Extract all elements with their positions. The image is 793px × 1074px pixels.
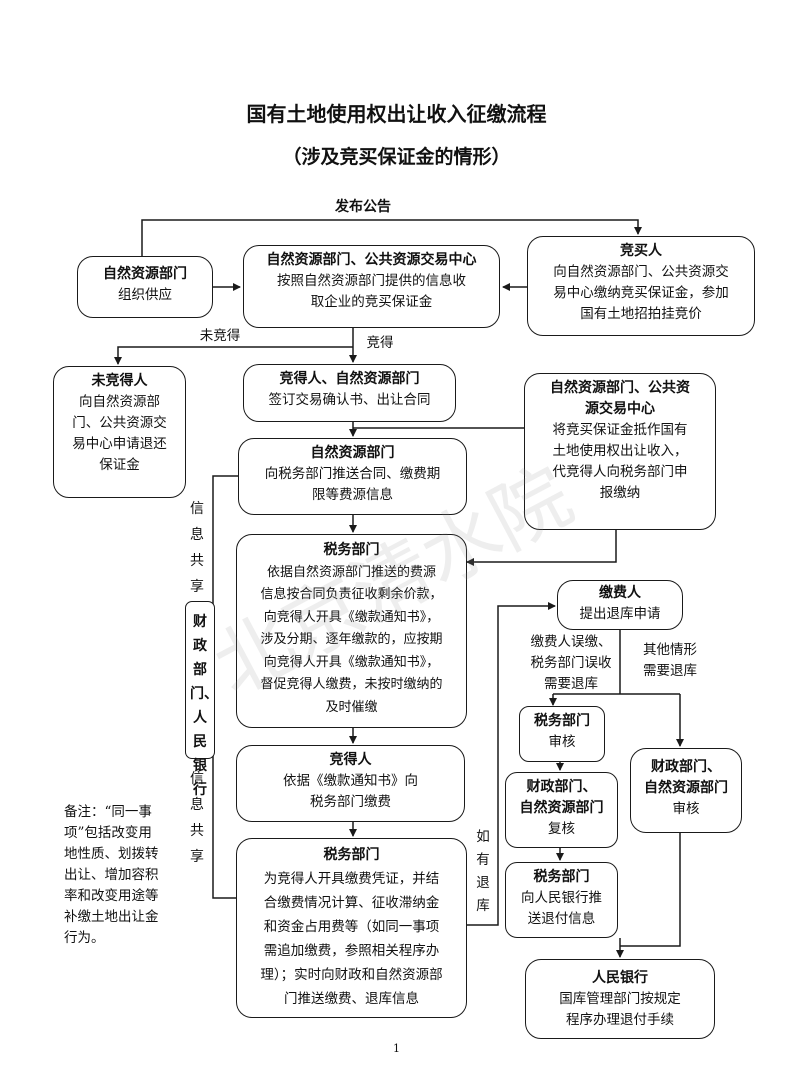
box-body: 向竞得人开具《缴款通知书》， [263,654,440,670]
box-body: 及时催缴 [325,699,378,715]
box-nrd-supply: 自然资源部门 组织供应 [77,256,213,318]
box-body: 和资金占用费等（如同一事项 [263,919,440,935]
box-nrd-center: 自然资源部门、公共资源交易中心 按照自然资源部门提供的信息收 取企业的竞买保证金 [243,245,500,328]
won-label: 竞得 [366,335,394,351]
box-body: 向竞得人开具《缴款通知书》， [263,609,440,625]
box-body: 税务部门缴费 [310,794,391,810]
footnote: 备注：“同一事项”包括改变用地性质、划拨转出让、增加容积率和改变用途等补缴土地出… [64,804,159,946]
box-heading: 自然资源部门、公共资 [550,380,690,396]
payer-error-line: 税务部门误收 [530,655,612,671]
box-body: 保证金 [99,457,140,473]
box-heading: 未竞得人 [91,373,148,389]
box-body: 审核 [672,801,700,817]
box-finance-pboc: 财政部门、人民银行 [185,601,218,798]
box-body: 涉及分期、逐年缴款的，应按期 [260,632,443,647]
box-body: 理）；实时向财政和自然资源部 [260,967,443,983]
box-body: 国库管理部门按规定 [559,991,681,1007]
box-body: 向税务部门推送合同、缴费期 [264,466,441,482]
other-refund-label: 其他情形 需要退库 [630,640,710,682]
not-won-label: 未竞得 [199,328,241,344]
box-body: 门推送缴费、退库信息 [284,991,419,1007]
box-body: 向自然资源部门、公共资源交 [553,264,729,280]
box-body: 门、公共资源交 [72,415,167,431]
box-body: 提出退库申请 [579,606,661,622]
box-heading: 自然资源部门 [103,266,187,282]
box-body: 督促竞得人缴费，未按时缴纳的 [260,677,443,692]
page-number: 1 [393,1042,400,1055]
box-body: 信息按合同负责征收剩余价款， [260,587,443,602]
page-title: 国有土地使用权出让收入征缴流程 [246,102,547,126]
box-body: 向人民银行推 [521,890,602,906]
box-body: 取企业的竞买保证金 [310,294,433,310]
box-body: 国有土地招拍挂竞价 [580,306,702,322]
box-body: 报缴纳 [599,485,641,501]
box-body: 需追加缴费，参照相关程序办 [263,943,440,959]
box-bidder: 竞买人 向自然资源部门、公共资源交 易中心缴纳竞买保证金，参加 国有土地招拍挂竞… [527,236,755,336]
box-winner-pay: 竞得人 依据《缴款通知书》向 税务部门缴费 [236,745,465,822]
box-body: 按照自然资源部门提供的信息收 [277,273,466,289]
page-subtitle: （涉及竞买保证金的情形） [282,146,511,168]
box-heading: 财政部门、 [526,779,597,795]
box-nrd-push: 自然资源部门 向税务部门推送合同、缴费期 限等费源信息 [238,438,467,515]
box-body: 向自然资源部 [79,394,160,410]
box-heading: 税务部门 [534,713,590,729]
box-body: 易中心申请退还 [72,436,167,452]
publish-announcement-label: 发布公告 [335,199,391,215]
box-body: 依据《缴款通知书》向 [283,773,418,789]
box-body: 合缴费情况计算、征收滞纳金 [263,895,440,911]
box-heading: 自然资源部门 [310,445,395,461]
info-share-label-bottom: 信息共享 [190,771,204,865]
box-fin-nrd-recheck: 财政部门、 自然资源部门 复核 [505,772,618,848]
box-body: 审核 [548,734,576,750]
box-heading: 源交易中心 [585,401,655,417]
box-heading: 竞买人 [620,243,662,259]
box-heading: 税务部门 [323,847,380,863]
box-body: 送退付信息 [527,911,596,927]
box-body: 土地使用权出让收入， [552,443,688,459]
box-heading: 税务部门 [533,869,590,885]
box-fin-nrd-review: 财政部门、 自然资源部门 审核 [630,748,742,833]
if-refund-label: 如有退库 [476,829,490,914]
box-loser: 未竞得人 向自然资源部 门、公共资源交 易中心申请退还 保证金 [53,366,186,498]
box-heading: 自然资源部门 [644,780,728,796]
box-heading: 财政部门、 [651,759,721,775]
box-body: 为竞得人开具缴费凭证，并结 [263,871,440,887]
box-tax-push-refund: 税务部门 向人民银行推 送退付信息 [505,862,618,938]
box-body: 程序办理退付手续 [566,1012,674,1028]
box-center-offset: 自然资源部门、公共资 源交易中心 将竞买保证金抵作国有 土地使用权出让收入， 代… [524,373,716,530]
box-body: 依据自然资源部门推送的费源 [266,564,436,580]
payer-error-line: 需要退库 [544,676,598,692]
box-body: 限等费源信息 [312,487,393,503]
box-heading: 竞得人 [329,752,372,768]
box-heading: 自然资源部门 [519,800,604,816]
info-share-label-top: 信息共享 [190,501,204,595]
box-pboc: 人民银行 国库管理部门按规定 程序办理退付手续 [525,959,715,1039]
box-body: 代竞得人向税务部门申 [552,464,688,480]
box-heading: 竞得人、自然资源部门 [279,371,420,387]
box-payer-refund: 缴费人 提出退库申请 [557,580,683,630]
box-heading: 人民银行 [592,970,648,986]
box-tax-final: 税务部门 为竞得人开具缴费凭证，并结 合缴费情况计算、征收滞纳金 和资金占用费等… [236,838,467,1018]
box-tax-review: 税务部门 审核 [519,706,605,762]
box-body: 易中心缴纳竞买保证金，参加 [553,285,729,301]
box-body: 签订交易确认书、出让合同 [268,392,431,408]
box-heading: 缴费人 [599,585,641,601]
payer-error-line: 缴费人误缴、 [530,634,612,650]
other-refund-line: 需要退库 [643,663,697,679]
payer-error-label: 缴费人误缴、 税务部门误收 需要退库 [518,632,624,695]
box-body: 复核 [548,821,575,837]
box-body: 将竞买保证金抵作国有 [552,422,688,438]
box-tax-collect: 税务部门 依据自然资源部门推送的费源 信息按合同负责征收剩余价款， 向竞得人开具… [236,534,467,728]
box-heading: 税务部门 [323,542,380,558]
box-winner-nrd: 竞得人、自然资源部门 签订交易确认书、出让合同 [243,364,456,422]
box-heading: 自然资源部门、公共资源交易中心 [266,252,477,268]
other-refund-line: 其他情形 [643,642,697,658]
box-body: 组织供应 [118,287,172,303]
